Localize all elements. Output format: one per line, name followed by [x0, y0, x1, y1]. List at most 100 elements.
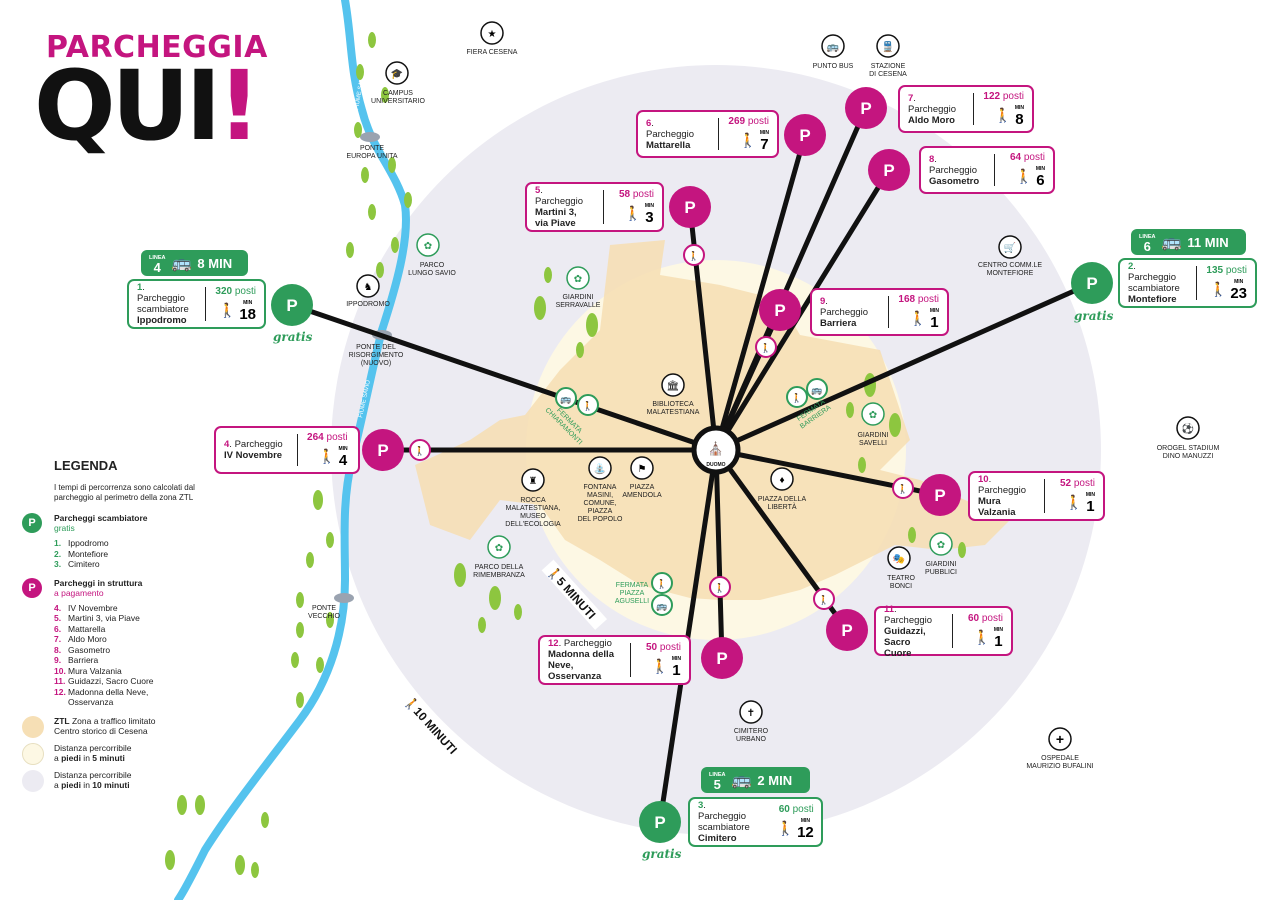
bus-icon: 🚌 — [827, 42, 840, 53]
gratis-label-3: gratis — [642, 847, 682, 861]
poi-fiera: ★ FIERA CESENA — [467, 21, 518, 56]
bus-icon: 🚌 — [731, 772, 752, 789]
poi-centro-comm: 🛒 CENTRO COMM.LE MONTEFIORE — [978, 235, 1043, 277]
hospital-icon: + — [1056, 731, 1064, 747]
walk-icon: 🚶 — [218, 301, 237, 318]
svg-text:P: P — [286, 296, 297, 315]
walk-icon: 🚶 — [791, 392, 802, 404]
poi-ponte-europa: PONTE EUROPA UNITA — [346, 145, 397, 160]
duomo-label: DUOMO — [706, 462, 725, 468]
svg-text:P: P — [799, 126, 810, 145]
bus-icon: 🚌 — [811, 386, 822, 396]
svg-text:GIARDINI: GIARDINI — [925, 561, 956, 568]
svg-text:P: P — [934, 486, 945, 505]
stadium-icon: ⚽ — [1181, 422, 1194, 435]
svg-text:DINO MANUZZI: DINO MANUZZI — [1163, 453, 1214, 460]
parking-marker-10[interactable]: P — [919, 474, 961, 516]
svg-text:DEL POPOLO: DEL POPOLO — [578, 516, 623, 523]
svg-text:BIBLIOTECA: BIBLIOTECA — [652, 401, 694, 408]
parking-marker-2[interactable]: P — [1071, 262, 1113, 304]
svg-text:CENTRO COMM.LE: CENTRO COMM.LE — [978, 262, 1043, 269]
leaf-icon: ✿ — [495, 543, 503, 554]
duomo-center[interactable]: ⛪ DUOMO — [691, 425, 741, 475]
parking-marker-5[interactable]: P — [669, 186, 711, 228]
poi-ponte-vecchio: PONTE VECCHIO — [308, 605, 340, 620]
svg-text:GIARDINI: GIARDINI — [857, 432, 888, 439]
legend-struttura-list: 4.IV Novembre 5.Martini 3, via Piave 6.M… — [54, 602, 154, 708]
svg-text:STAZIONE: STAZIONE — [871, 63, 906, 70]
walk-icon: 🚶 — [818, 594, 829, 606]
fountain-icon: ⛲ — [594, 462, 606, 475]
walk-icon: 🚶 — [776, 819, 795, 836]
leaf-icon: ✿ — [937, 540, 945, 551]
walk-marker-12: 🚶 — [709, 576, 731, 598]
ztl-swatch — [22, 715, 44, 738]
torch-icon: ♦ — [779, 475, 784, 486]
walk-marker-11: 🚶 — [813, 588, 835, 610]
parking-marker-6[interactable]: P — [784, 114, 826, 156]
parking-marker-3[interactable]: P — [639, 801, 681, 843]
poi-liberta: ♦ PIAZZA DELLA LIBERTÀ — [758, 467, 806, 511]
parking-marker-8[interactable]: P — [868, 149, 910, 191]
svg-text:CAMPUS: CAMPUS — [383, 90, 413, 97]
cart-icon: 🛒 — [1004, 241, 1016, 254]
svg-text:UNIVERSITARIO: UNIVERSITARIO — [371, 98, 425, 105]
svg-text:P: P — [841, 621, 852, 640]
poi-fontana: ⛲ FONTANA MASINI, COMUNE, PIAZZA DEL POP… — [578, 456, 623, 523]
svg-text:CIMITERO: CIMITERO — [734, 728, 769, 735]
parking-marker-7[interactable]: P — [845, 87, 887, 129]
svg-text:DI CESENA: DI CESENA — [869, 71, 907, 78]
svg-text:OSPEDALE: OSPEDALE — [1041, 755, 1079, 762]
poi-punto-bus: 🚌 PUNTO BUS — [813, 34, 854, 70]
svg-text:PUBBLICI: PUBBLICI — [925, 569, 957, 576]
theater-icon: 🎭 — [893, 553, 905, 565]
parking-marker-1[interactable]: P — [271, 284, 313, 326]
walk-10-swatch — [22, 769, 44, 792]
svg-text:URBANO: URBANO — [736, 736, 767, 743]
walk-icon: 🚶 — [973, 628, 991, 645]
poi-campus: 🎓 CAMPUS UNIVERSITARIO — [371, 61, 426, 105]
leaf-icon: ✿ — [574, 274, 582, 285]
poi-fermata-aguselli: FERMATA PIAZZA AGUSELLI — [615, 582, 649, 605]
legend-scambiatori-list: 1.Ippodromo 2.Montefiore 3.Cimitero — [54, 538, 109, 569]
walk-icon: 🚶 — [760, 342, 771, 354]
walk-icon: 🚶 — [994, 106, 1012, 123]
parking-marker-12[interactable]: P — [701, 637, 743, 679]
svg-text:PIAZZA: PIAZZA — [630, 484, 655, 491]
svg-text:MASINI,: MASINI, — [587, 492, 613, 499]
parking-marker-9[interactable]: P — [759, 289, 801, 331]
poi-ippodromo: ♞ IPPODROMO — [346, 274, 390, 308]
parking-marker-4[interactable]: P — [362, 429, 404, 471]
poi-stazione: 🚆 STAZIONE DI CESENA — [869, 34, 907, 78]
svg-text:P: P — [716, 649, 727, 668]
svg-text:P: P — [883, 161, 894, 180]
trees — [165, 32, 966, 878]
parking-marker-11[interactable]: P — [826, 609, 868, 651]
svg-text:RISORGIMENTO: RISORGIMENTO — [349, 352, 404, 359]
stop-barriera-walk: 🚶 — [786, 386, 808, 408]
green-stops: 🚌 🚶 🚶 🚌 🚶 🚌 — [555, 378, 828, 616]
svg-text:PARCO DELLA: PARCO DELLA — [475, 564, 524, 571]
poi-parco-savio: ✿ PARCO LUNGO SAVIO — [408, 233, 456, 277]
svg-text:EUROPA UNITA: EUROPA UNITA — [346, 153, 397, 160]
poi-ponte-risorgimento: PONTE DEL RISORGIMENTO (NUOVO) — [349, 344, 404, 367]
walk-icon: 🚶 — [1065, 493, 1083, 510]
library-icon: 🏛 — [667, 380, 680, 392]
